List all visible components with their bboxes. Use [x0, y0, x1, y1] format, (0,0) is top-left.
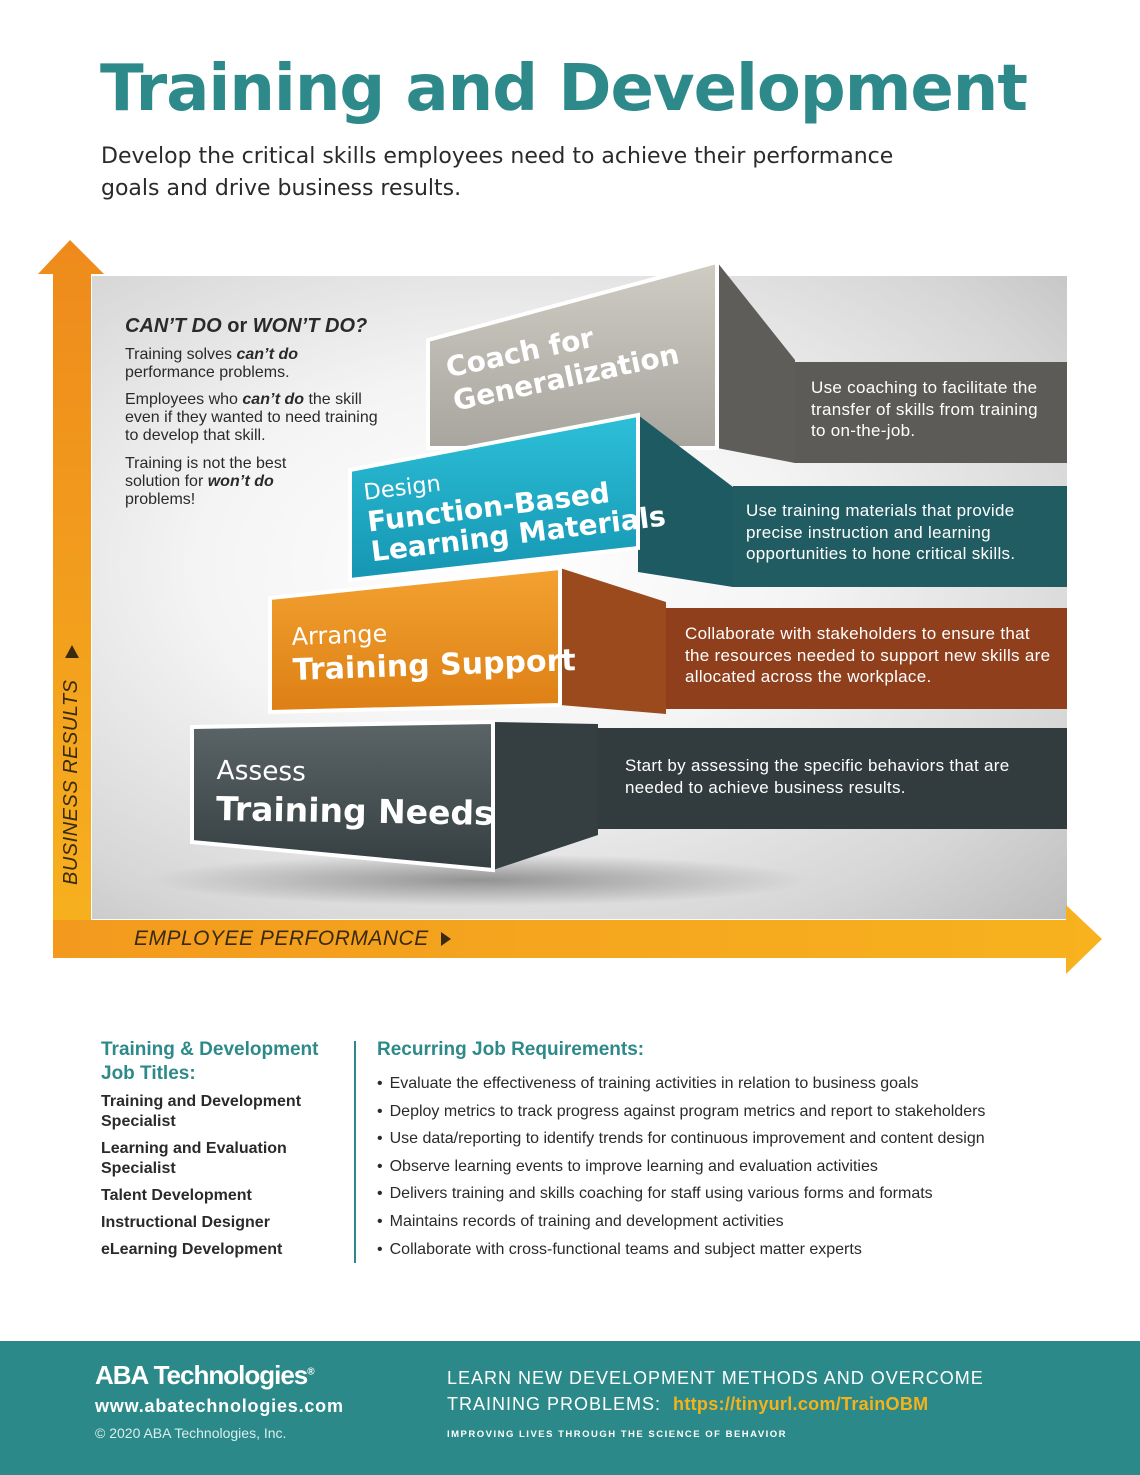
job-titles-heading: Training & Development Job Titles: [101, 1039, 319, 1084]
y-axis-label: BUSINESS RESULTS [60, 679, 82, 885]
step3-description: Use training materials that provide prec… [746, 501, 1016, 563]
x-axis-label-arrow-icon [441, 932, 451, 946]
x-axis-label: EMPLOYEE PERFORMANCE [134, 927, 429, 950]
question-paragraph-2: Employees who can’t do the skill even if… [125, 391, 378, 444]
job-titles-list: Training and Development Specialist Lear… [101, 1092, 341, 1267]
footer-bar [0, 1341, 1140, 1475]
list-item: Deploy metrics to track progress against… [377, 1098, 986, 1126]
list-item: Use data/reporting to identify trends fo… [377, 1125, 985, 1153]
section-divider [354, 1041, 356, 1263]
floor-shadow [150, 854, 810, 906]
company-logo: ABA Technologies® [95, 1360, 315, 1390]
list-item: Observe learning events to improve learn… [377, 1153, 985, 1181]
staircase-diagram [38, 240, 1102, 974]
step4-band [795, 362, 1067, 463]
website-link[interactable]: www.abatechnologies.com [95, 1396, 344, 1416]
y-axis-label-arrow-icon [65, 645, 79, 658]
step1-band [598, 728, 1067, 829]
requirements-list: Evaluate the effectiveness of training a… [377, 1070, 986, 1264]
list-item: Maintains records of training and develo… [377, 1208, 985, 1236]
step4-face [426, 259, 719, 450]
page-title: Training and Development [100, 52, 1028, 126]
list-item: Delivers training and skills coaching fo… [377, 1180, 985, 1208]
step2-side [560, 568, 666, 714]
step2-description: Collaborate with stakeholders to ensure … [685, 624, 1051, 686]
requirements-heading: Recurring Job Requirements: [377, 1039, 645, 1060]
step2-label: Arrange Training Support [291, 610, 576, 688]
step1-label-large: Training Needs [215, 788, 495, 833]
x-axis-arrow [53, 905, 1102, 974]
question-heading: CAN’T DO or WON’T DO? [125, 315, 368, 337]
question-paragraph-3: Training is not the best solution for wo… [125, 455, 287, 508]
step3-face [348, 412, 640, 583]
y-axis-arrow [38, 240, 104, 958]
step3-side [638, 415, 733, 587]
cta-link[interactable]: https://tinyurl.com/TrainOBM [673, 1394, 929, 1414]
step1-description: Start by assessing the specific behavior… [625, 756, 1010, 797]
step1-face [190, 719, 495, 873]
list-item: Learning and Evaluation Specialist [101, 1140, 287, 1177]
cta-line-2: TRAINING PROBLEMS: https://tinyurl.com/T… [447, 1394, 929, 1414]
step1-label-small: Assess [216, 754, 307, 788]
cta-line-1: LEARN NEW DEVELOPMENT METHODS AND OVERCO… [447, 1368, 984, 1388]
copyright: © 2020 ABA Technologies, Inc. [95, 1425, 287, 1441]
tagline: IMPROVING LIVES THROUGH THE SCIENCE OF B… [447, 1429, 788, 1440]
step1-label: Assess Training Needs [216, 752, 495, 833]
step4-description: Use coaching to facilitate the transfer … [811, 378, 1038, 440]
step1-side [493, 722, 598, 870]
list-item: Talent Development [101, 1187, 252, 1204]
question-paragraph-1: Training solves can’t do performance pro… [125, 346, 299, 381]
step2-face [268, 565, 562, 715]
step3-band [733, 486, 1067, 587]
list-item: Evaluate the effectiveness of training a… [377, 1070, 985, 1098]
list-item: eLearning Development [101, 1241, 283, 1258]
list-item: Training and Development Specialist [101, 1093, 302, 1130]
page-subtitle: Develop the critical skills employees ne… [101, 144, 894, 201]
step4-side [717, 262, 795, 463]
step2-band [666, 608, 1067, 709]
list-item: Collaborate with cross-functional teams … [377, 1236, 985, 1264]
list-item: Instructional Designer [101, 1214, 270, 1231]
